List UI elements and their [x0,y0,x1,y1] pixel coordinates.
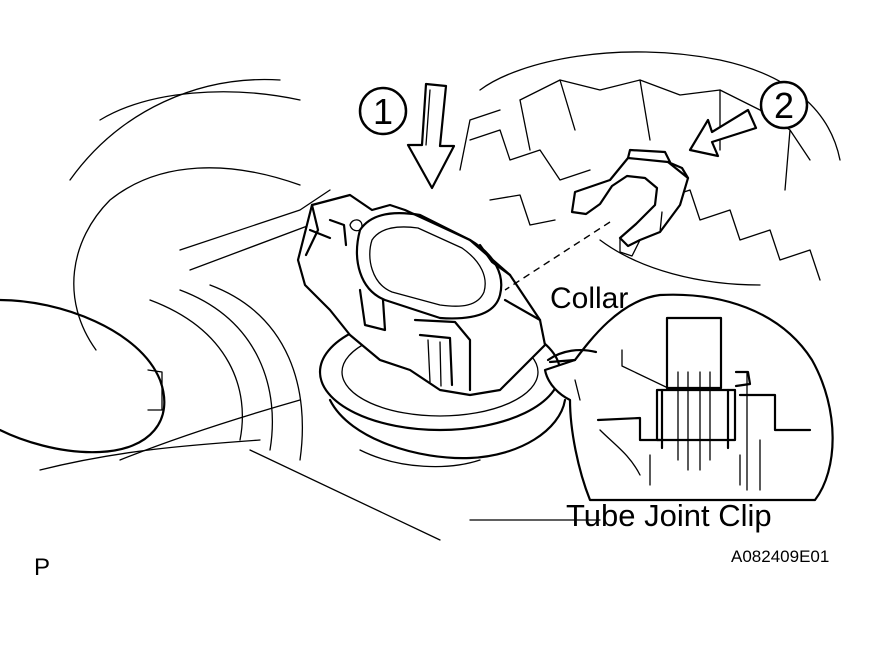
detail-tube [665,316,723,390]
figure-code: A082409E01 [731,547,829,566]
background-outlines [0,78,601,541]
detail-magnifier [543,293,834,502]
view-letter: P [34,554,50,581]
gear-housing [459,51,841,286]
tube-joint-clip-label: Tube Joint Clip [566,498,772,533]
step-1-callout: 1 [358,86,408,136]
collar-leader-line [621,349,669,389]
step-1-number: 1 [373,91,393,132]
step-2-callout: 2 [759,80,809,130]
step-2-number: 2 [774,85,794,126]
tube-joint-clip-part [570,148,690,257]
arrow-1-icon [406,82,456,190]
arrow-2-icon [688,108,758,158]
alignment-dashed-line [504,221,611,291]
quick-connector [296,193,547,397]
collar-label: Collar [550,282,628,315]
